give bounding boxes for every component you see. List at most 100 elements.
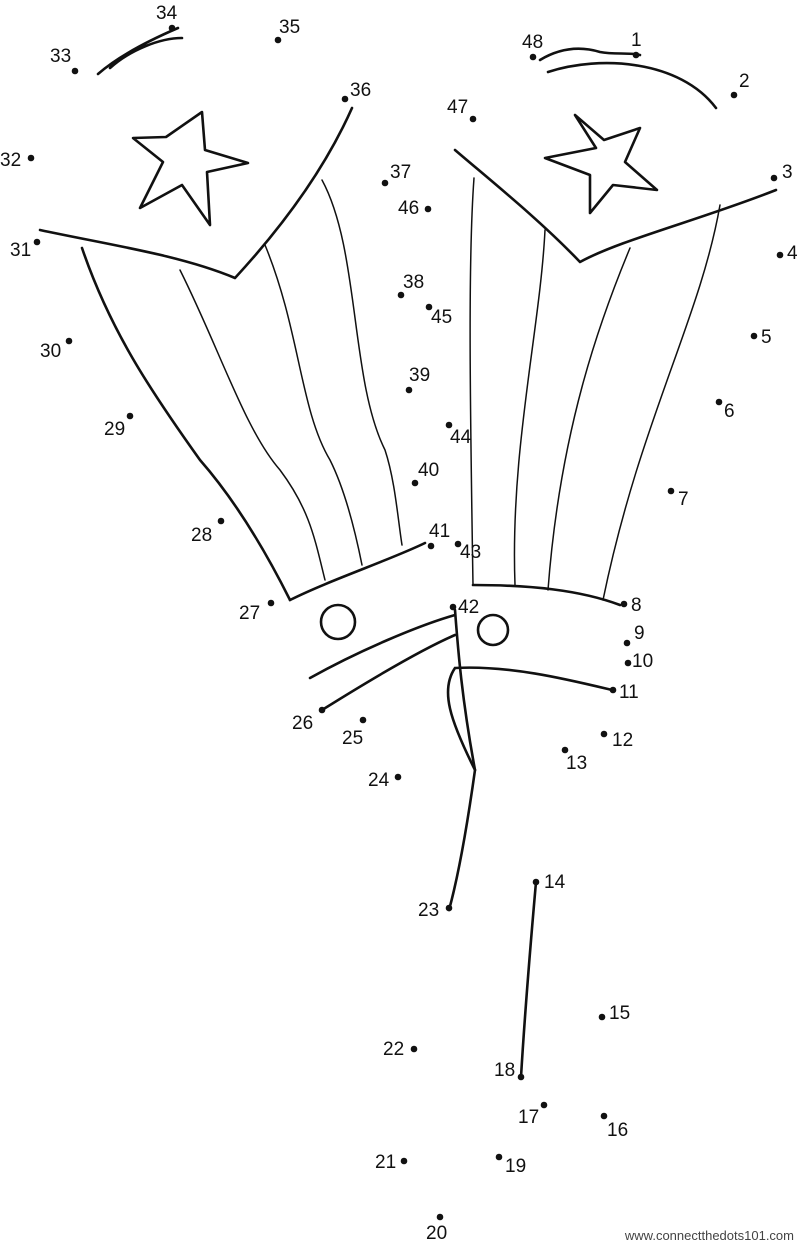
dot-label: 10 (632, 651, 653, 672)
left-cuff (288, 541, 457, 712)
dot-label: 31 (10, 240, 31, 261)
dot-21 (400, 1157, 408, 1165)
dot-label: 8 (631, 595, 642, 616)
dot-label: 42 (458, 597, 479, 618)
right-sleeve-top (453, 148, 778, 264)
dot-25 (359, 716, 367, 724)
dot-26 (318, 706, 326, 714)
dot-39 (405, 386, 413, 394)
dot-label: 40 (418, 460, 439, 481)
dot-18 (517, 1073, 525, 1081)
dot-35 (274, 36, 282, 44)
dot-label: 1 (631, 30, 642, 51)
right-cuff (446, 583, 622, 772)
dot-41 (427, 542, 435, 550)
dot-42 (449, 603, 457, 611)
dot-label: 5 (761, 327, 772, 348)
pole (447, 608, 538, 1079)
dot-label: 34 (156, 3, 178, 24)
dot-label: 6 (724, 401, 735, 422)
dot-label: 44 (450, 427, 472, 448)
dot-47 (469, 115, 477, 123)
dot-label: 48 (522, 32, 543, 53)
dot-label: 38 (403, 272, 424, 293)
dot-label: 43 (460, 542, 481, 563)
dot-40 (411, 479, 419, 487)
dot-2 (730, 91, 738, 99)
dot-label: 46 (398, 198, 419, 219)
dot-13 (561, 746, 569, 754)
dot-label: 27 (239, 603, 260, 624)
dot-5 (750, 332, 758, 340)
dot-label: 4 (787, 243, 798, 264)
dot-22 (410, 1045, 418, 1053)
dot-label: 24 (368, 770, 390, 791)
dot-label: 20 (426, 1223, 447, 1244)
dot-8 (620, 600, 628, 608)
dot-label: 18 (494, 1060, 515, 1081)
dot-6 (715, 398, 723, 406)
dot-label: 12 (612, 730, 633, 751)
dot-label: 14 (544, 872, 566, 893)
right-star (543, 113, 659, 215)
dot-19 (495, 1153, 503, 1161)
dot-label: 13 (566, 753, 587, 774)
left-brow-line (96, 26, 184, 76)
dot-label: 22 (383, 1039, 404, 1060)
dot-label: 9 (634, 623, 645, 644)
dot-1 (632, 51, 640, 59)
dot-9 (623, 639, 631, 647)
dot-30 (65, 337, 73, 345)
dot-46 (424, 205, 432, 213)
left-button (319, 603, 357, 641)
dot-32 (27, 154, 35, 162)
dot-label: 26 (292, 713, 313, 734)
dot-label: 16 (607, 1120, 628, 1141)
watermark: www.connectthedots101.com (624, 1228, 794, 1243)
left-sleeve-top (38, 106, 354, 280)
dot-label: 2 (739, 71, 750, 92)
dot-label: 17 (518, 1107, 539, 1128)
right-stripes (469, 177, 721, 601)
dot-label: 39 (409, 365, 430, 386)
dot-24 (394, 773, 402, 781)
dot-label: 36 (350, 80, 371, 101)
dot-label: 7 (678, 489, 689, 510)
dot-label: 32 (0, 150, 21, 171)
dot-23 (445, 904, 453, 912)
dot-3 (770, 174, 778, 182)
dot-34 (168, 24, 176, 32)
dot-label: 47 (447, 97, 468, 118)
dot-36 (341, 95, 349, 103)
left-star (131, 110, 250, 227)
dot-20 (436, 1213, 444, 1221)
dot-45 (425, 303, 433, 311)
dot-28 (217, 517, 225, 525)
dot-label: 37 (390, 162, 411, 183)
dot-11 (609, 686, 617, 694)
left-stripe-edge (80, 246, 292, 602)
dot-16 (600, 1112, 608, 1120)
dot-label: 15 (609, 1003, 630, 1024)
dot-label: 29 (104, 419, 125, 440)
dot-31 (33, 238, 41, 246)
dot-48 (529, 53, 537, 61)
right-brow-line (538, 47, 718, 110)
dot-label: 11 (619, 682, 639, 703)
dot-label: 25 (342, 728, 363, 749)
dot-4 (776, 251, 784, 259)
right-button (476, 613, 510, 647)
dot-12 (600, 730, 608, 738)
dot-label: 41 (429, 521, 450, 542)
dot-label: 35 (279, 17, 300, 38)
dot-label: 30 (40, 341, 61, 362)
dot-10 (624, 659, 632, 667)
dot-37 (381, 179, 389, 187)
dot-label: 45 (431, 307, 452, 328)
dot-label: 21 (375, 1152, 396, 1173)
dot-27 (267, 599, 275, 607)
dot-44 (445, 421, 453, 429)
